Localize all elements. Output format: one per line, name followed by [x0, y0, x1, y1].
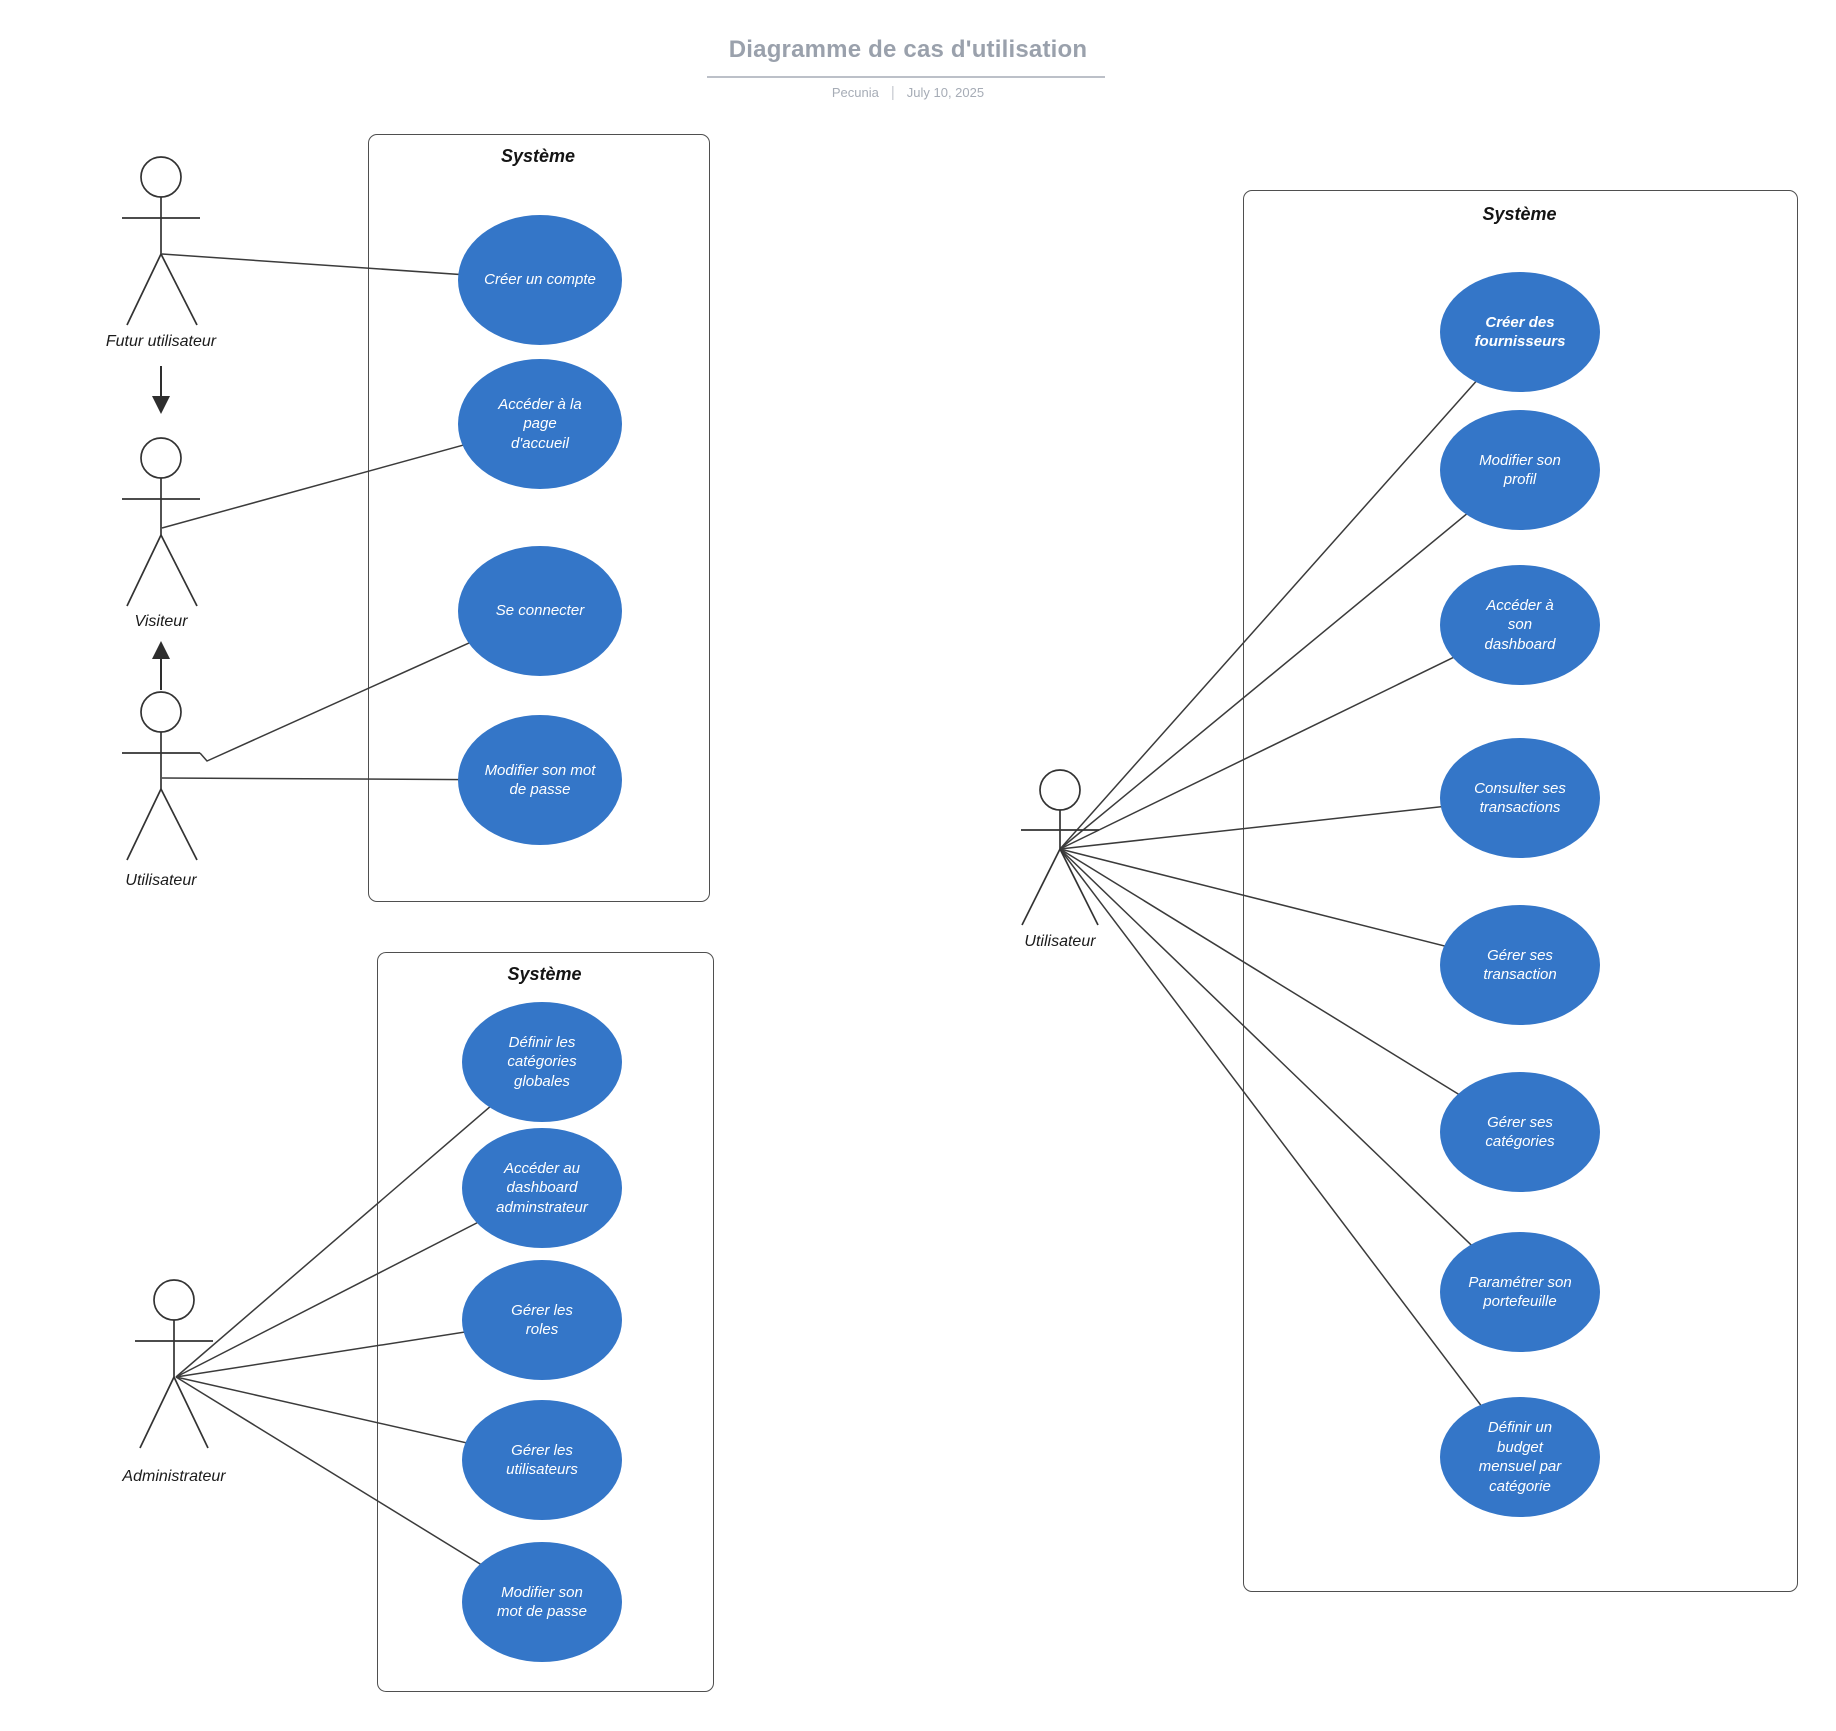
- usecase-acceder-son-dashboard: Accéder à son dashboard: [1440, 565, 1600, 685]
- subtitle-date: July 10, 2025: [906, 85, 985, 100]
- usecase-modifier-mot-de-passe-utilisateur: Modifier son mot de passe: [458, 715, 622, 845]
- actor-utilisateur-left: [122, 691, 200, 861]
- arrowhead-down-icon: [152, 396, 170, 414]
- actor-label-utilisateur-right: Utilisateur: [1024, 933, 1096, 950]
- arrowhead-up-icon: [152, 641, 170, 659]
- actor-head: [1039, 769, 1081, 811]
- usecase-se-connecter: Se connecter: [458, 546, 622, 676]
- actor-head: [140, 156, 182, 198]
- generalization-arrow-down: [152, 366, 170, 414]
- actor-utilisateur-right: [1021, 769, 1099, 926]
- usecase-creer-un-compte: Créer un compte: [458, 215, 622, 345]
- actor-head: [140, 691, 182, 733]
- page-subtitle: Pecunia | July 10, 2025: [608, 84, 1208, 101]
- brand-name: Pecunia: [831, 85, 879, 100]
- frame-title-right: Système: [1482, 204, 1557, 224]
- system-frame-top-left: [368, 134, 710, 902]
- page-title: Diagramme de cas d'utilisation: [728, 36, 1088, 63]
- usecase-parametrer-son-portefeuille: Paramétrer son portefeuille: [1440, 1232, 1600, 1352]
- usecase-acceder-dashboard-adminstrateur: Accéder au dashboard adminstrateur: [462, 1128, 622, 1248]
- usecase-gerer-les-roles: Gérer les roles: [462, 1260, 622, 1380]
- system-frame-bottom-left: [377, 952, 714, 1692]
- actor-label-futur-utilisateur: Futur utilisateur: [105, 333, 217, 350]
- frame-title-top-left: Système: [500, 146, 576, 166]
- connector-user-dashboard: [1059, 624, 1521, 850]
- connector-utilisateur-se-connecter: [199, 610, 541, 762]
- actor-head: [140, 437, 182, 479]
- connector-user-profil: [1059, 469, 1521, 850]
- usecase-modifier-mot-de-passe-admin: Modifier son mot de passe: [462, 1542, 622, 1662]
- frame-title-bottom-left: Système: [507, 964, 582, 984]
- usecase-gerer-ses-transaction: Gérer ses transaction: [1440, 905, 1600, 1025]
- connector-user-fournisseurs: [1059, 331, 1521, 850]
- generalization-arrow-up: [152, 641, 170, 690]
- usecase-definir-budget-mensuel: Définir un budget mensuel par catégorie: [1440, 1397, 1600, 1517]
- connector-admin-categories-globales: [175, 1061, 543, 1378]
- usecase-consulter-ses-transactions: Consulter ses transactions: [1440, 738, 1600, 858]
- connector-user-gerer-categories: [1059, 848, 1521, 1133]
- connector-user-budget: [1059, 848, 1521, 1458]
- subtitle-separator: |: [890, 84, 895, 101]
- usecase-creer-des-fournisseurs: Créer des fournisseurs: [1440, 272, 1600, 392]
- actor-label-utilisateur-left: Utilisateur: [125, 872, 197, 889]
- actor-administrateur: [135, 1279, 213, 1449]
- title-underline: [707, 76, 1105, 78]
- usecase-modifier-son-profil: Modifier son profil: [1440, 410, 1600, 530]
- actor-head: [153, 1279, 195, 1321]
- usecase-definir-categories-globales: Définir les catégories globales: [462, 1002, 622, 1122]
- actor-visiteur: [122, 437, 200, 607]
- system-frame-right: [1243, 190, 1798, 1592]
- actor-futur-utilisateur: [122, 156, 200, 326]
- connector-user-portefeuille: [1059, 848, 1521, 1293]
- usecase-acceder-page-accueil: Accéder à la page d'accueil: [458, 359, 622, 489]
- usecase-gerer-ses-categories: Gérer ses catégories: [1440, 1072, 1600, 1192]
- actor-label-visiteur: Visiteur: [134, 613, 188, 630]
- usecase-gerer-les-utilisateurs: Gérer les utilisateurs: [462, 1400, 622, 1520]
- actor-label-administrateur: Administrateur: [122, 1468, 226, 1485]
